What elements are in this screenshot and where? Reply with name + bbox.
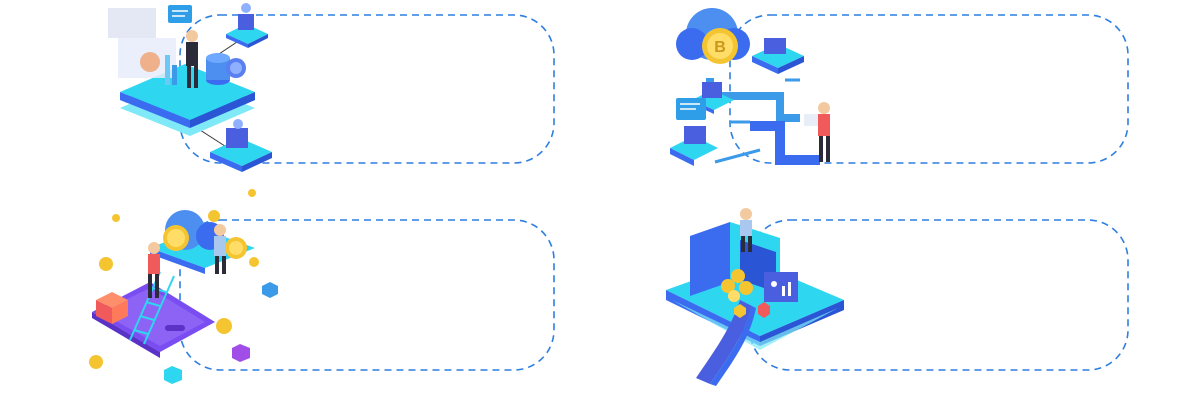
dashed-text-frame (179, 219, 555, 371)
dashed-text-frame (729, 14, 1129, 164)
chat-bubble-icon (168, 5, 192, 23)
coin-icon (112, 214, 120, 222)
bitcoin-cloud-icon: B (676, 8, 750, 64)
vault-slide-panel (600, 200, 1200, 400)
bitcoin-cloud-panel: B (600, 0, 1200, 200)
coin-ladder-panel (0, 200, 600, 400)
gift-box-icon (96, 292, 128, 324)
server-platform-icon (752, 38, 804, 74)
small-platform-top-icon (226, 3, 268, 48)
purple-cube-icon (232, 344, 250, 362)
coin-stack-icon (206, 53, 246, 85)
blue-cube-icon (262, 282, 278, 298)
slide-icon (696, 300, 756, 386)
coin-icon (208, 210, 220, 222)
coin-icon (89, 355, 103, 369)
climbing-man-icon (148, 242, 160, 298)
small-platform-bottom-icon (210, 119, 272, 172)
bitcoin-cloud-illustration: B (670, 8, 1129, 166)
yellow-cube-icon (734, 304, 746, 318)
chart-pane-icon (108, 8, 156, 38)
coin-icon (99, 257, 113, 271)
coin-icon (248, 189, 256, 197)
cyan-cube-icon (164, 366, 182, 384)
woman-reading-icon (804, 102, 830, 162)
bottom-platform-icon (670, 126, 718, 166)
coin-ladder-illustration (89, 210, 555, 384)
pie-chart-icon (140, 52, 160, 72)
analytics-illustration (108, 3, 555, 197)
coin-pile-icon (721, 269, 753, 302)
coin-icon (216, 318, 232, 334)
sitting-woman-icon (214, 224, 226, 274)
bitcoin-cloud-icon (150, 210, 255, 274)
document-card-icon (676, 98, 706, 120)
analytics-panel (0, 0, 600, 200)
vault-slide-illustration (666, 208, 1129, 386)
sitting-person-icon (740, 208, 752, 252)
coin-icon (249, 257, 259, 267)
stats-card-icon (764, 272, 798, 302)
svg-text:B: B (714, 39, 726, 56)
businessman-icon (186, 30, 198, 88)
red-cube-icon (758, 302, 770, 318)
